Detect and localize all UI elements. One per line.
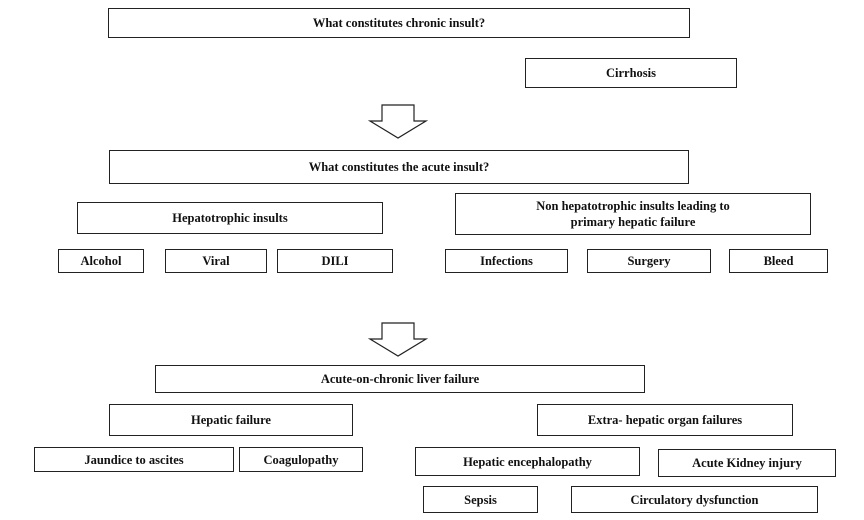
sepsis-box: Sepsis [423, 486, 538, 513]
dili-box: DILI [277, 249, 393, 273]
acute-kidney-injury-box: Acute Kidney injury [658, 449, 836, 477]
hepatic-encephalopathy-box: Hepatic encephalopathy [415, 447, 640, 476]
coagulopathy-box: Coagulopathy [239, 447, 363, 472]
down-arrow-2 [368, 322, 428, 357]
circulatory-dysfunction-box: Circulatory dysfunction [571, 486, 818, 513]
alcohol-box: Alcohol [58, 249, 144, 273]
aclf-box: Acute-on-chronic liver failure [155, 365, 645, 393]
chronic-insult-question: What constitutes chronic insult? [108, 8, 690, 38]
infections-box: Infections [445, 249, 568, 273]
extra-hepatic-failures-box: Extra- hepatic organ failures [537, 404, 793, 436]
non-hepatotrophic-title-line2: primary hepatic failure [570, 215, 696, 229]
viral-box: Viral [165, 249, 267, 273]
jaundice-box: Jaundice to ascites [34, 447, 234, 472]
hepatotrophic-insults-box: Hepatotrophic insults [77, 202, 383, 234]
acute-insult-question: What constitutes the acute insult? [109, 150, 689, 184]
down-arrow-1 [368, 104, 428, 139]
non-hepatotrophic-title-line1: Non hepatotrophic insults leading to [536, 199, 730, 213]
surgery-box: Surgery [587, 249, 711, 273]
bleed-box: Bleed [729, 249, 828, 273]
hepatic-failure-box: Hepatic failure [109, 404, 353, 436]
cirrhosis-box: Cirrhosis [525, 58, 737, 88]
non-hepatotrophic-insults-box: Non hepatotrophic insults leading to pri… [455, 193, 811, 235]
